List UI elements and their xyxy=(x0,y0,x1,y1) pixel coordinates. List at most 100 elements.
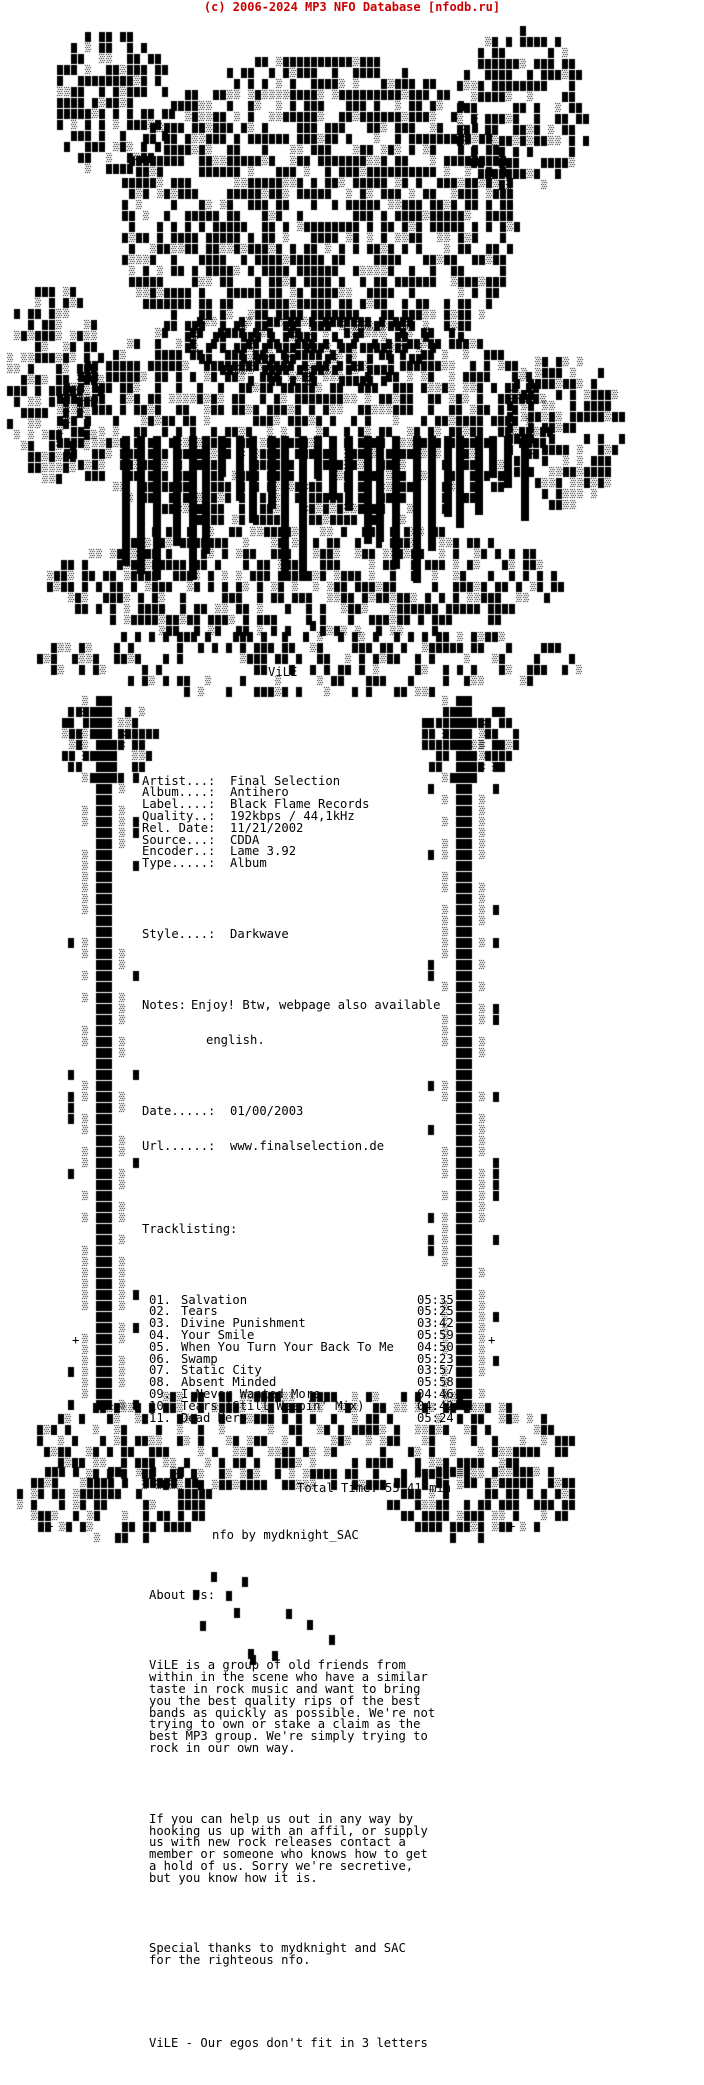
track-row: 03. Divine Punishment 03:42 xyxy=(149,1316,469,1331)
release-field-value: Black Flame Records xyxy=(230,797,370,812)
track-duration: 05:23 xyxy=(417,1351,454,1366)
total-time: Total Time: 55:41 min xyxy=(297,1481,452,1496)
about-line: bands as quickly as possible. We're not xyxy=(149,1705,436,1720)
track-title: When You Turn Your Back To Me xyxy=(181,1339,394,1354)
about-line: ViLE is a group of old friends from xyxy=(149,1658,406,1673)
group-tag: ViLE xyxy=(268,665,298,679)
release-field-value: CDDA xyxy=(230,832,260,847)
release-field-row: Type.....: Album xyxy=(142,856,469,871)
release-field-value: Lame 3.92 xyxy=(230,844,297,859)
release-field-row: Artist...: Final Selection xyxy=(142,773,469,788)
track-duration: 03:57 xyxy=(417,1363,454,1378)
track-duration: 04:50 xyxy=(417,1339,454,1354)
plus-mark-right: + xyxy=(488,1333,496,1347)
track-title: Absent Minded xyxy=(181,1375,277,1390)
about-line: Special thanks to mydknight and SAC xyxy=(149,1941,406,1956)
track-row: 06. Swamp 05:23 xyxy=(149,1351,469,1366)
about-tagline: ViLE - Our egos don't fit in 3 letters xyxy=(149,2035,428,2050)
release-field-row: Encoder..:Lame 3.92 xyxy=(142,844,469,859)
notes-line1: Enjoy! Btw, webpage also available xyxy=(191,997,441,1012)
release-field-row: Rel. Date: 11/21/2002 xyxy=(142,820,469,835)
release-field-key: Type.....: xyxy=(142,856,216,871)
release-field-row: Label....: Black Flame Records xyxy=(142,797,469,812)
track-duration: 05:58 xyxy=(417,1375,454,1390)
track-number: 09. xyxy=(149,1387,172,1402)
plus-mark-left: + xyxy=(72,1333,80,1347)
style-key: Style....: xyxy=(142,926,216,941)
track-title: Tears (Still Weepin' Mix) xyxy=(181,1398,365,1413)
track-number: 02. xyxy=(149,1304,172,1319)
track-title: Dead Hero xyxy=(181,1410,248,1425)
style-value: Darkwave xyxy=(230,926,289,941)
about-line: rock in our own way. xyxy=(149,1740,296,1755)
track-title: I Never Wanted More xyxy=(181,1387,321,1402)
track-number: 11. xyxy=(149,1410,172,1425)
release-field-value: 11/21/2002 xyxy=(230,820,304,835)
release-field-value: Final Selection xyxy=(230,773,341,788)
track-row: 10. Tears (Still Weepin' Mix) 04:42 xyxy=(149,1398,469,1413)
url-value[interactable]: www.finalselection.de xyxy=(230,1139,385,1154)
about-line: a hold of us. Sorry we're secretive, xyxy=(149,1858,414,1873)
release-field-key: Quality..: xyxy=(142,808,216,823)
track-title: Swamp xyxy=(181,1351,218,1366)
release-field-key: Album....: xyxy=(142,785,216,800)
track-duration: 05:24 xyxy=(417,1410,454,1425)
ascii-art-skull-illustration xyxy=(0,16,704,1776)
about-line: hooking us up with an affil, or supply xyxy=(149,1823,428,1838)
release-field-value: 192kbps / 44,1kHz xyxy=(230,808,355,823)
notes-line2: english. xyxy=(206,1033,265,1048)
plus-mark-bottom-right: + xyxy=(508,1519,516,1533)
about-line: for the righteous nfo. xyxy=(149,1953,311,1968)
about-line: within in the scene who have a similar xyxy=(149,1670,428,1685)
track-title: Divine Punishment xyxy=(181,1316,306,1331)
track-duration: 04:42 xyxy=(417,1398,454,1413)
track-number: 01. xyxy=(149,1292,172,1307)
track-number: 10. xyxy=(149,1398,172,1413)
copyright-banner: (c) 2006-2024 MP3 NFO Database [nfodb.ru… xyxy=(203,0,501,14)
date-key: Date.....: xyxy=(142,1103,216,1118)
notes-key: Notes: xyxy=(142,997,187,1012)
plus-mark-bottom-left: + xyxy=(46,1519,54,1533)
track-row: 08. Absent Minded 05:58 xyxy=(149,1375,469,1390)
nfo-credit: nfo by mydknight_SAC xyxy=(212,1528,359,1542)
track-duration: 05:35 xyxy=(417,1292,454,1307)
about-line: If you can help us out in any way by xyxy=(149,1811,414,1826)
url-key: Url......: xyxy=(142,1139,216,1154)
release-field-key: Artist...: xyxy=(142,773,216,788)
track-number: 03. xyxy=(149,1316,172,1331)
about-line: taste in rock music and want to bring xyxy=(149,1681,421,1696)
about-line: you the best quality rips of the best xyxy=(149,1693,421,1708)
release-field-row: Quality..: 192kbps / 44,1kHz xyxy=(142,808,469,823)
about-line: member or someone who knows how to get xyxy=(149,1847,428,1862)
release-field-row: Album....: Antihero xyxy=(142,785,469,800)
track-title: Tears xyxy=(181,1304,218,1319)
track-duration: 05:59 xyxy=(417,1328,454,1343)
about-line: best MP3 group. We're simply trying to xyxy=(149,1729,428,1744)
track-row: 02. Tears 05:25 xyxy=(149,1304,469,1319)
release-field-key: Label....: xyxy=(142,797,216,812)
track-row: 04. Your Smile 05:59 xyxy=(149,1328,469,1343)
release-field-key: Source...: xyxy=(142,832,216,847)
about-heading: About Us: xyxy=(149,1587,216,1602)
track-number: 04. xyxy=(149,1328,172,1343)
track-number: 08. xyxy=(149,1375,172,1390)
release-field-value: Album xyxy=(230,856,267,871)
track-duration: 05:25 xyxy=(417,1304,454,1319)
tracklisting-heading: Tracklisting: xyxy=(142,1221,238,1236)
track-title: Static City xyxy=(181,1363,262,1378)
track-row: 11. Dead Hero 05:24 xyxy=(149,1410,469,1425)
release-field-key: Rel. Date: xyxy=(142,820,216,835)
about-line: trying to own or stake a claim as the xyxy=(149,1717,421,1732)
about-line: us with new rock releases contact a xyxy=(149,1835,406,1850)
about-line: but you know how it is. xyxy=(149,1870,318,1885)
track-duration: 03:42 xyxy=(417,1316,454,1331)
track-title: Your Smile xyxy=(181,1328,255,1343)
release-field-value: Antihero xyxy=(230,785,289,800)
date-value: 01/00/2003 xyxy=(230,1103,304,1118)
track-number: 05. xyxy=(149,1339,172,1354)
track-number: 06. xyxy=(149,1351,172,1366)
